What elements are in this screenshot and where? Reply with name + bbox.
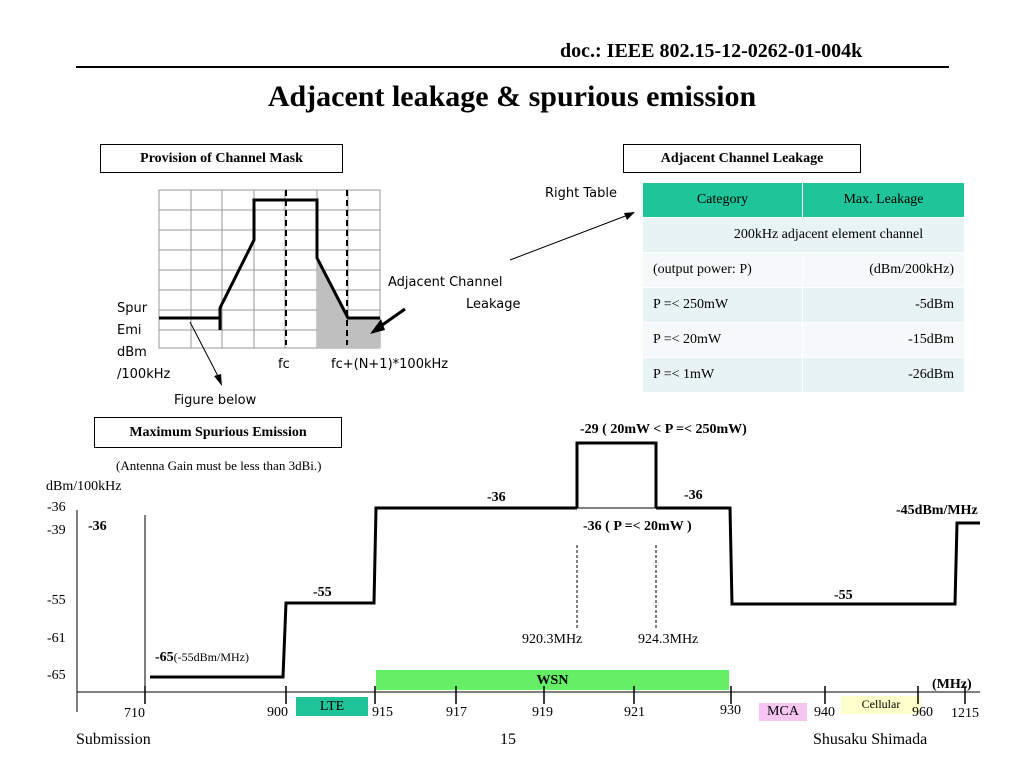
level-710-900-main: -65 (155, 650, 174, 665)
spur-label-line4: /100kHz (117, 367, 171, 382)
level-710-900-sub: (-55dBm/MHz) (173, 650, 249, 664)
y-unit-label: dBm/100kHz (46, 479, 122, 494)
lte-band (296, 697, 368, 716)
lte-band-label: LTE (319, 699, 345, 714)
table-row: (output power: P) (dBm/200kHz) (642, 252, 965, 288)
spur-label-line3: dBm (117, 345, 147, 360)
table-cell: -15dBm (802, 322, 965, 358)
table-cell: (dBm/200kHz) (802, 252, 965, 288)
level-924-930-label: -36 (684, 488, 703, 503)
x-tick-marks (144, 686, 966, 704)
level-1215-label: -45dBm/MHz (896, 503, 978, 518)
x-tick-label: 915 (372, 705, 393, 720)
footer-submission: Submission (76, 731, 151, 748)
x-tick-label: 919 (532, 705, 553, 720)
x-unit-label: (MHz) (932, 677, 972, 692)
table-span-cell: 200kHz adjacent element channel (642, 217, 965, 253)
right-table-label: Right Table (545, 186, 617, 201)
mask-grid (158, 189, 381, 349)
figure-below-arrow-line (189, 321, 221, 381)
table-row: P =< 20mW -15dBm (642, 322, 965, 358)
adjacent-channel-label-line1: Adjacent Channel (388, 275, 503, 290)
adjacent-leakage-label: Adjacent Channel Leakage (623, 144, 861, 173)
table-cell: P =< 250mW (642, 287, 803, 323)
slide-title: Adjacent leakage & spurious emission (267, 80, 757, 113)
right-table-arrow (509, 212, 635, 261)
x-tick-label: 960 (912, 705, 933, 720)
x-tick-label: 710 (124, 706, 145, 721)
antenna-note: (Antenna Gain must be less than 3dBi.) (116, 458, 322, 473)
cellular-band-label: Cellular (861, 697, 901, 711)
table-header-row: Category Max. Leakage (642, 182, 965, 218)
fc-label: fc (278, 357, 290, 372)
x-tick-label: 940 (814, 705, 835, 720)
level-low-power-label: -36 ( P =< 20mW ) (583, 519, 692, 534)
spur-label-line2: Emi (117, 323, 142, 338)
level-710-label: -36 (88, 519, 107, 534)
document-id: doc.: IEEE 802.15-12-0262-01-004k (560, 40, 863, 62)
channel-mask-label: Provision of Channel Mask (100, 144, 343, 173)
figure-below-arrow-head (214, 374, 222, 386)
table-cell: -26dBm (802, 357, 965, 393)
adjacent-arrow-head (370, 319, 385, 334)
mca-band (759, 703, 807, 721)
footer-page-number: 15 (500, 731, 516, 748)
leakage-table: Category Max. Leakage 200kHz adjacent el… (642, 182, 965, 393)
fc2-label: fc+(N+1)*100kHz (331, 357, 449, 372)
table-cell: (output power: P) (642, 252, 803, 288)
figure-below-label: Figure below (174, 393, 257, 408)
y-tick-label: -65 (47, 668, 66, 683)
mask-line (159, 198, 380, 330)
marker-924-label: 924.3MHz (638, 632, 699, 647)
mca-band-label: MCA (767, 704, 799, 719)
adjacent-channel-label-line2: Leakage (466, 297, 521, 312)
table-cell: P =< 20mW (642, 322, 803, 358)
table-row: 200kHz adjacent element channel (642, 217, 965, 253)
y-tick-label: -55 (47, 593, 66, 608)
x-tick-label: 900 (267, 705, 288, 720)
level-915-920-label: -36 (487, 490, 506, 505)
x-tick-label: 917 (446, 705, 467, 720)
level-710-900-label: -65(-55dBm/MHz) (155, 650, 249, 666)
spurious-emission-label: Maximum Spurious Emission (94, 417, 342, 448)
leakage-shaded-area (317, 258, 380, 348)
wsn-band-label: WSN (536, 673, 569, 688)
level-high-power-label: -29 ( 20mW < P =< 250mW) (580, 422, 747, 437)
level-900-915-label: -55 (313, 585, 332, 600)
emission-steps (150, 441, 980, 679)
wsn-band (376, 670, 729, 690)
y-tick-label: -36 (47, 500, 66, 515)
table-cell: P =< 1mW (642, 357, 803, 393)
header-rule (76, 66, 949, 68)
y-tick-label: -39 (47, 523, 66, 538)
channel-mask-figure (158, 189, 406, 386)
level-930-960-label: -55 (834, 588, 853, 603)
table-row: P =< 1mW -26dBm (642, 357, 965, 393)
x-tick-label: 930 (720, 703, 741, 718)
y-tick-label: -61 (47, 631, 66, 646)
x-tick-label: 1215 (951, 706, 979, 721)
footer-author: Shusaku Shimada (813, 731, 928, 748)
x-tick-label: 921 (624, 705, 645, 720)
marker-920-label: 920.3MHz (522, 632, 583, 647)
spur-label-line1: Spur (117, 301, 148, 316)
cellular-band (841, 696, 921, 714)
header-category: Category (642, 182, 803, 218)
header-max-leakage: Max. Leakage (802, 182, 965, 218)
table-row: P =< 250mW -5dBm (642, 287, 965, 323)
table-cell: -5dBm (802, 287, 965, 323)
